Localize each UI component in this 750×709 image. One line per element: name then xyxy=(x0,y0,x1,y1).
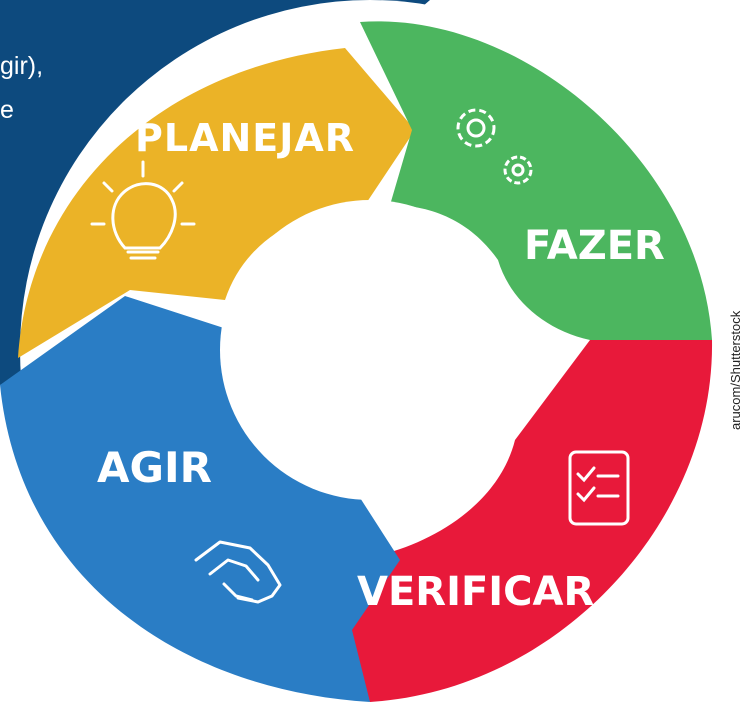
center-hub xyxy=(220,200,520,500)
label-fazer: FAZER xyxy=(524,223,665,269)
lightbulb-icon xyxy=(90,160,196,260)
segment-fazer xyxy=(360,21,712,400)
gears-icon xyxy=(456,108,533,185)
checklist-icon xyxy=(568,450,630,526)
label-planejar: PLANEJAR xyxy=(135,116,355,160)
photo-credit: arucom/Shutterstock xyxy=(728,310,743,430)
label-agir: AGIR xyxy=(97,443,212,492)
intro-text-line-2: e xyxy=(0,96,14,124)
intro-text-line-1: gir), xyxy=(0,52,43,80)
segment-verificar xyxy=(335,340,713,702)
segment-planejar xyxy=(18,48,415,358)
label-verificar: VERIFICAR xyxy=(357,569,594,615)
handshake-icon xyxy=(194,540,282,604)
segment-agir xyxy=(0,296,400,702)
